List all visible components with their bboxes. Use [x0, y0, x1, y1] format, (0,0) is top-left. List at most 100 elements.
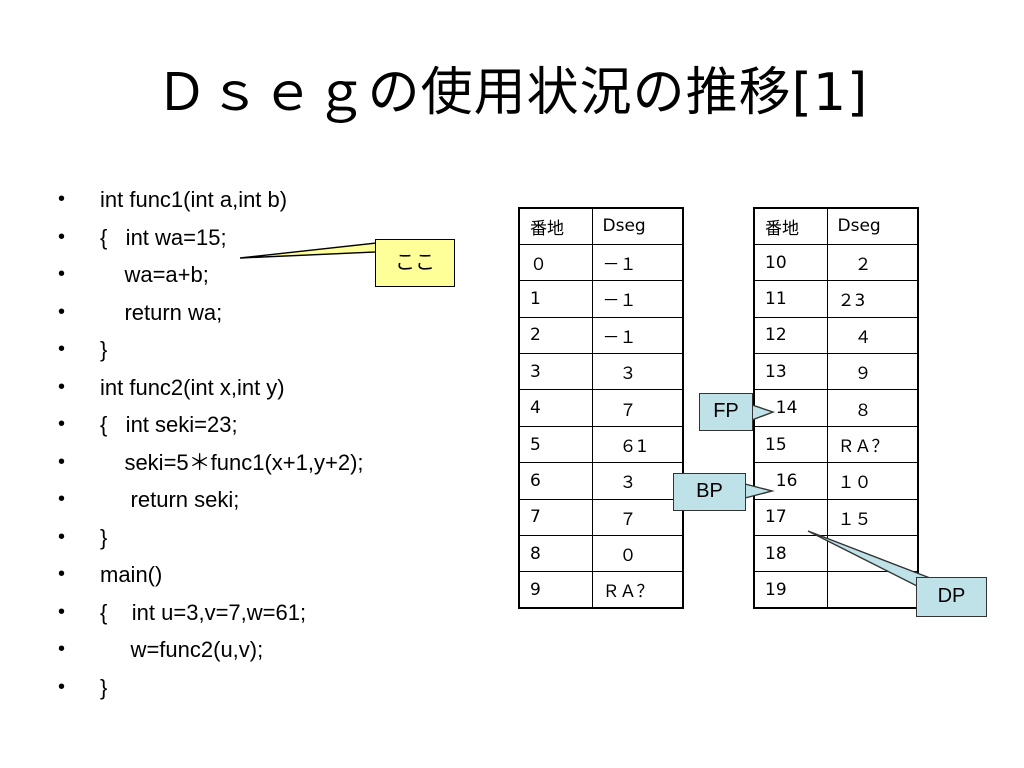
table-row: ０－１ — [518, 243, 684, 282]
table-header-dseg: Dseg — [591, 207, 684, 245]
table-header-row: 番地 Dseg — [518, 207, 684, 245]
table-header-address: 番地 — [753, 207, 828, 245]
bullet-icon: • — [58, 413, 66, 435]
address-cell: 3 — [518, 353, 593, 391]
table-row: 2－１ — [518, 316, 684, 355]
bullet-icon: • — [58, 188, 66, 210]
code-text: return wa; — [100, 299, 223, 325]
code-text: return seki; — [100, 487, 240, 512]
bullet-icon: • — [58, 563, 66, 585]
value-cell: ８ — [826, 389, 919, 427]
bullet-icon: • — [58, 300, 66, 323]
address-cell: 13 — [753, 353, 828, 391]
address-cell: 10 — [753, 243, 828, 282]
address-cell: 8 — [518, 535, 593, 573]
value-cell: ７ — [591, 498, 684, 537]
code-text: seki=5＊func1(x+1,y+2); — [100, 449, 364, 475]
code-text: } — [100, 337, 108, 362]
address-cell: 12 — [753, 316, 828, 355]
value-cell: １０ — [826, 462, 919, 500]
value-cell: ２3 — [826, 280, 919, 318]
address-cell: 7 — [518, 498, 593, 537]
value-cell: ＲＡ？ — [826, 425, 919, 464]
table-row: 4 ７ — [518, 389, 684, 427]
code-text: w=func2(u,v); — [100, 637, 264, 662]
address-cell: 9 — [518, 571, 593, 609]
table-header-address: 番地 — [518, 207, 593, 245]
value-cell: ＲＡ？ — [591, 571, 684, 609]
code-text: { int u=3,v=7,w=61; — [100, 599, 307, 625]
code-text: int func2(int x,int y) — [100, 374, 285, 400]
code-text: wa=a+b; — [100, 262, 209, 287]
address-cell: 2 — [518, 316, 593, 355]
value-cell: ３ — [591, 462, 684, 500]
table-header-dseg: Dseg — [826, 207, 919, 245]
fp-label: FP — [699, 393, 753, 431]
address-cell: ０ — [518, 243, 593, 282]
value-cell: －１ — [591, 243, 684, 282]
bullet-icon: • — [58, 525, 66, 548]
value-cell: ７ — [591, 389, 684, 427]
value-cell: ２ — [826, 243, 919, 282]
code-text: main() — [100, 562, 163, 587]
code-text: } — [100, 524, 108, 550]
address-cell: 4 — [518, 389, 593, 427]
bullet-icon: • — [58, 675, 66, 698]
value-cell — [826, 535, 919, 573]
bullet-icon: • — [58, 488, 66, 510]
slide-title: Ｄｓｅｇの使用状況の推移[1] — [155, 63, 869, 123]
table-row: 12 ４ — [753, 316, 919, 355]
address-cell: 14 — [753, 389, 828, 427]
table-row: 7 ７ — [518, 498, 684, 537]
bullet-icon: • — [58, 450, 66, 473]
address-cell: 11 — [753, 280, 828, 318]
code-text: int func1(int a,int b) — [100, 187, 288, 212]
bullet-icon: • — [58, 638, 66, 660]
value-cell: ０ — [591, 535, 684, 573]
value-cell: １５ — [826, 498, 919, 537]
address-cell: 19 — [753, 571, 828, 609]
address-cell: 16 — [753, 462, 828, 500]
address-cell: 1 — [518, 280, 593, 318]
address-cell: 5 — [518, 425, 593, 464]
bullet-icon: • — [58, 225, 66, 248]
table-row: 13 ９ — [753, 353, 919, 391]
bullet-icon: • — [58, 600, 66, 623]
bullet-icon: • — [58, 375, 66, 398]
table-row: 10 ２ — [753, 243, 919, 282]
table-row: 6 ３ — [518, 462, 684, 500]
bullet-icon: • — [58, 263, 66, 285]
address-cell: 17 — [753, 498, 828, 537]
value-cell: －１ — [591, 280, 684, 318]
note-callout-tail — [239, 242, 377, 259]
table-row: 8 ０ — [518, 535, 684, 573]
value-cell: ６1 — [591, 425, 684, 464]
value-cell: ４ — [826, 316, 919, 355]
code-text: { int wa=15; — [100, 224, 227, 250]
code-text: } — [100, 674, 108, 700]
address-cell: 15 — [753, 425, 828, 464]
table-row: 18 — [753, 535, 919, 573]
table-row: 3 ３ — [518, 353, 684, 391]
table-header-row: 番地 Dseg — [753, 207, 919, 245]
memory-table-left: 番地 Dseg ０－１ 1－１ 2－１ 3 ３ 4 ７ 5 ６1 6 ３ 7 ７… — [518, 207, 684, 610]
note-callout: ここ — [375, 239, 455, 287]
address-cell: 6 — [518, 462, 593, 500]
bullet-icon: • — [58, 338, 66, 360]
value-cell — [826, 571, 919, 609]
address-cell: 18 — [753, 535, 828, 573]
bp-label: BP — [673, 473, 746, 511]
table-row: 14 ８ — [753, 389, 919, 427]
value-cell: ３ — [591, 353, 684, 391]
table-row: 5 ６1 — [518, 425, 684, 464]
table-row: 1－１ — [518, 280, 684, 318]
dp-label: DP — [916, 577, 987, 617]
value-cell: －１ — [591, 316, 684, 355]
